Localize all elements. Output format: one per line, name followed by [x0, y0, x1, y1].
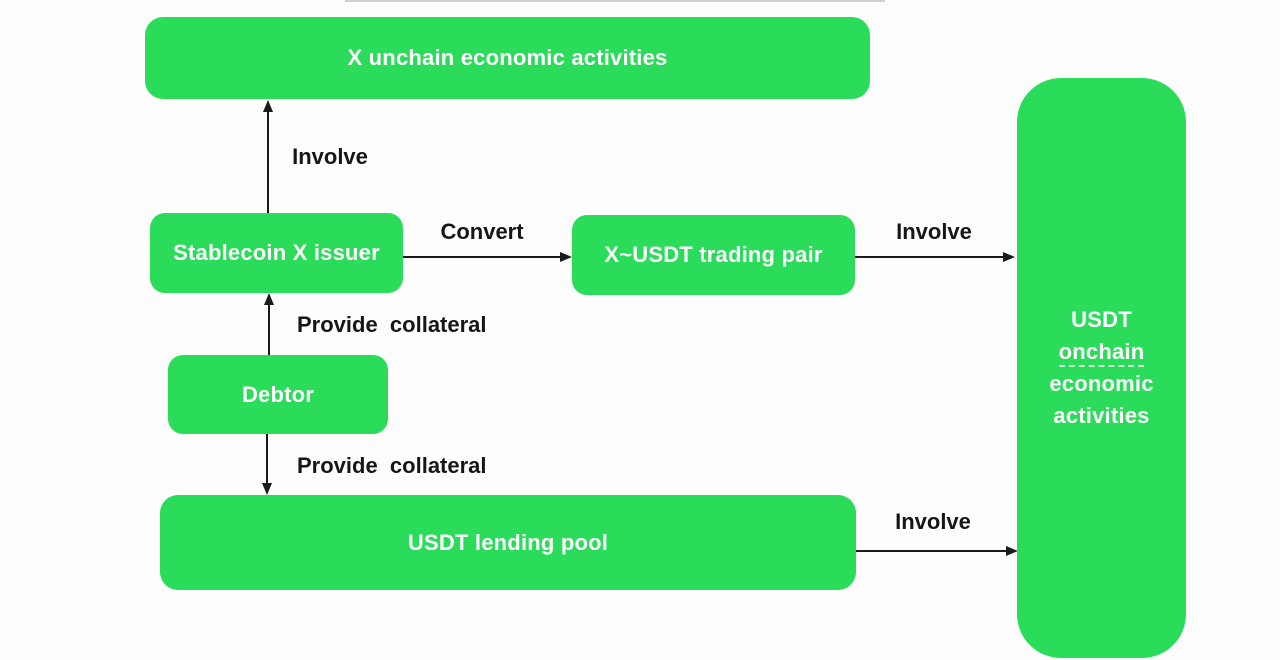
top-border-line: [345, 0, 885, 2]
node-label: USDT onchain economic activities: [1049, 304, 1153, 432]
arrow-provide-collateral-down: [262, 434, 272, 495]
edge-label-provide-collateral-down: Provide collateral: [297, 453, 487, 478]
node-stablecoin-x-issuer: Stablecoin X issuer: [150, 213, 403, 293]
edge-label-convert: Convert: [440, 219, 524, 244]
node-label-line3: economic: [1049, 371, 1154, 396]
node-x-unchain-economic-activities: X unchain economic activities: [145, 17, 870, 99]
node-label-line4: activities: [1053, 403, 1150, 428]
node-debtor: Debtor: [168, 355, 388, 434]
edge-label-provide-collateral-up: Provide collateral: [297, 312, 487, 337]
node-label: USDT lending pool: [407, 529, 609, 555]
edge-label-involve-mid: Involve: [896, 219, 972, 244]
node-label: Stablecoin X issuer: [173, 240, 380, 265]
arrow-involve-top: [263, 100, 273, 213]
node-label: X~USDT trading pair: [604, 242, 823, 267]
node-usdt-lending-pool: USDT lending pool: [160, 495, 856, 590]
node-x-usdt-trading-pair: X~USDT trading pair: [572, 215, 855, 295]
node-label-line1: USDT: [1071, 307, 1132, 332]
arrow-provide-collateral-up: [264, 293, 274, 355]
node-label: Debtor: [241, 381, 315, 407]
edge-label-involve-top: Involve: [292, 144, 368, 169]
node-usdt-onchain-economic-activities: USDT onchain economic activities: [1017, 78, 1186, 658]
node-label-line2: onchain: [1058, 339, 1145, 367]
arrow-convert: [403, 252, 572, 262]
arrow-involve-mid: [855, 252, 1015, 262]
arrow-involve-bottom: [850, 546, 1018, 556]
edge-label-involve-bottom: Involve: [895, 509, 971, 534]
node-label: X unchain economic activities: [347, 45, 668, 70]
